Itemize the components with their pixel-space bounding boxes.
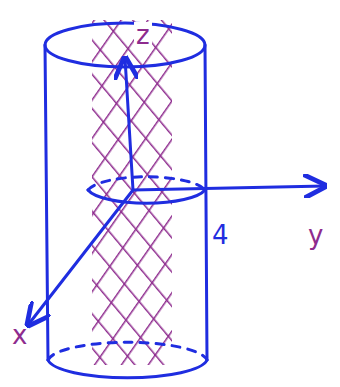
z-axis <box>125 58 133 190</box>
axis-label: y <box>306 222 325 248</box>
bottom-front-arc <box>48 360 207 378</box>
cylinder-side <box>205 45 207 360</box>
middle-front-arc <box>88 190 205 203</box>
bottom-back-arc <box>48 342 207 360</box>
axis-label: z <box>134 22 152 48</box>
axis-label: x <box>10 322 29 348</box>
y-axis <box>133 186 325 190</box>
cylinder-side <box>45 45 48 360</box>
x-axis <box>28 190 133 325</box>
dimension-label: 4 <box>210 222 231 248</box>
